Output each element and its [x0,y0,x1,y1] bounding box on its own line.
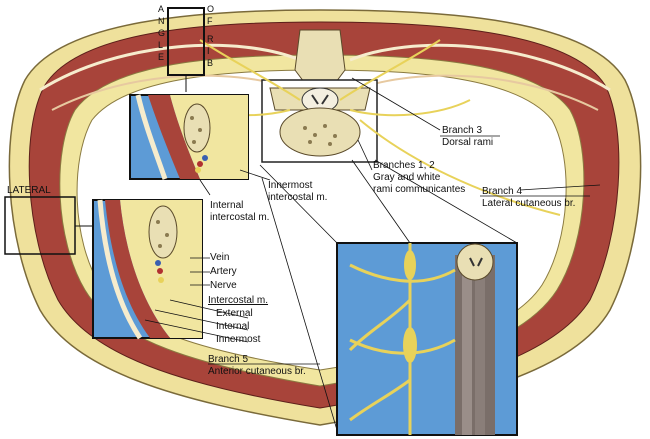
ofrib-letter-0: O [207,4,214,14]
label-branch5: Branch 5 [208,354,248,365]
inset-upper-intercostal [129,94,249,180]
angle-letter-4: E [158,52,164,62]
ofrib-letter-1: F [207,16,213,26]
vertebra [261,29,378,163]
angle-letter-1: N [158,16,165,26]
inset-lateral [92,199,203,340]
inset-spinal-cord [336,242,518,436]
leader-lines [144,77,601,431]
ofrib-letter-2: R [207,34,214,44]
label-branch3: Branch 3 [442,125,482,136]
angle-letter-2: G [158,28,165,38]
label-internal-intercostal-1: Internal [210,200,243,211]
label-intercostal-m: Intercostal m. [208,295,268,306]
label-innermost-intercostal-1: Innermost [268,180,313,191]
angle-letter-0: A [158,4,164,14]
label-external: External [216,308,253,319]
label-innermost-intercostal-2: intercostal m. [268,192,327,203]
rib-line-right-2 [359,74,599,111]
label-gray-white: Gray and white [373,172,441,183]
label-internal: Internal [216,321,249,332]
ofrib-letter-3: I [207,46,210,56]
label-lateral: LATERAL [7,185,51,196]
label-rami-comm: rami communicantes [373,184,465,195]
label-branches12: Branches 1, 2 [373,160,435,171]
angle-letter-3: L [158,40,163,50]
label-artery: Artery [210,266,237,277]
label-dorsal-rami: Dorsal rami [442,137,493,148]
ofrib-letter-4: B [207,58,213,68]
label-internal-intercostal-2: intercostal m. [210,212,269,223]
label-vein: Vein [210,252,229,263]
rib-line-right [349,43,611,92]
rib-line-left [39,43,301,92]
label-lateral-cut: Lateral cutaneous br. [482,198,575,209]
label-nerve: Nerve [210,280,237,291]
label-anterior-cut: Anterior cutaneous br. [208,366,306,377]
label-innermost: Innermost [216,334,261,345]
label-branch4: Branch 4 [482,186,522,197]
